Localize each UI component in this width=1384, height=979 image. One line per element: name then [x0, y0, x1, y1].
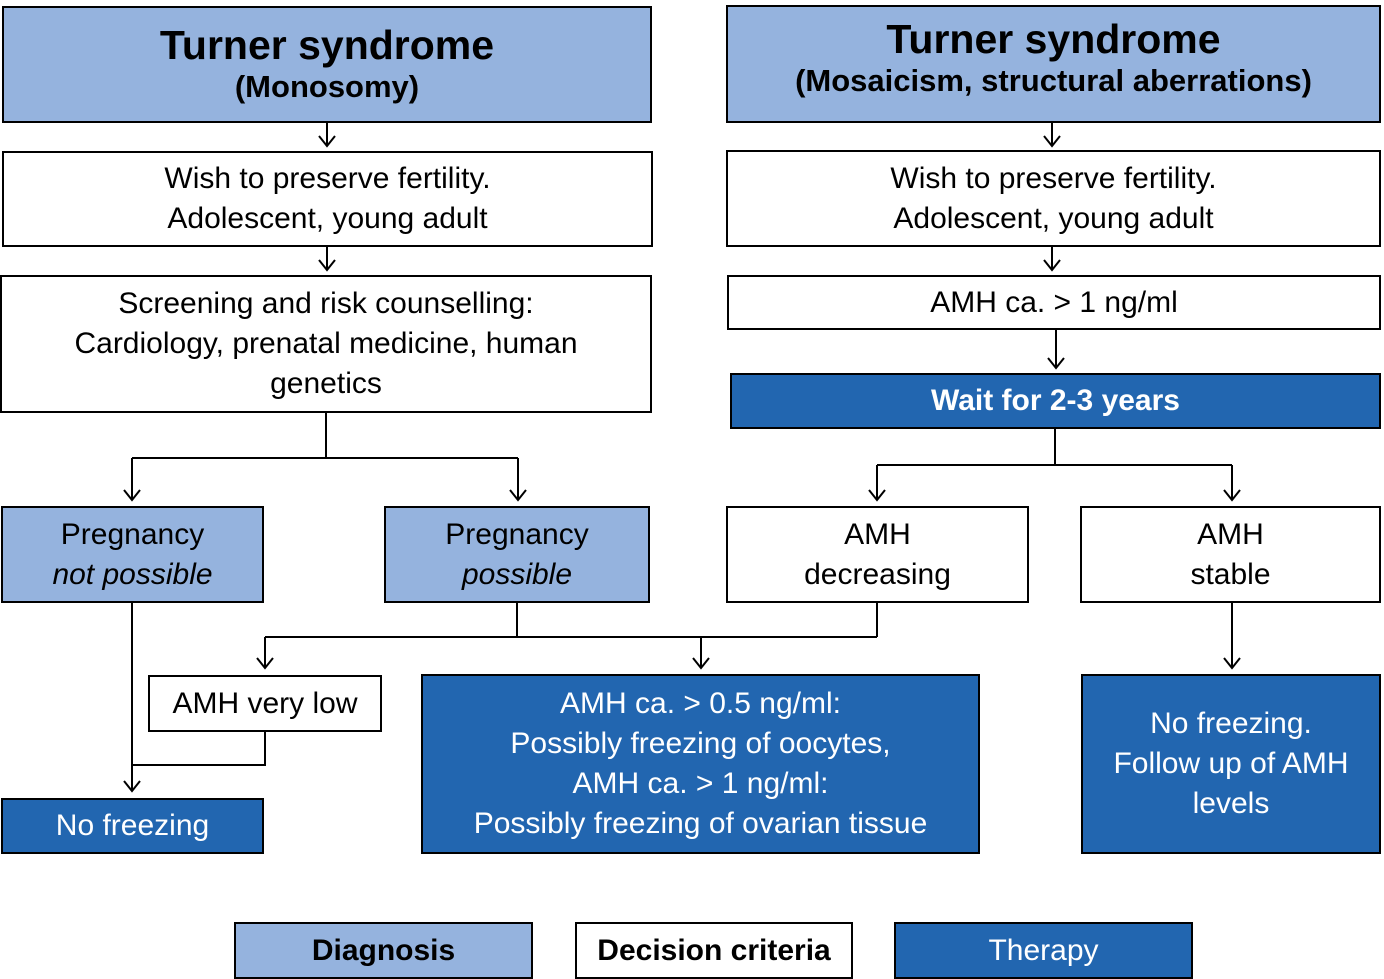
box-text-line: genetics: [270, 367, 382, 400]
legend-therapy: Therapy: [894, 922, 1193, 979]
arrowhead: [318, 135, 336, 148]
box-text-line: levels: [1192, 787, 1270, 820]
box-text-line: No freezing: [55, 809, 210, 842]
diagnosis-subtitle: (Mosaicism, structural aberrations): [795, 63, 1312, 98]
arrowhead: [509, 489, 527, 502]
amh-stable-box: AMH stable: [1080, 506, 1381, 603]
box-text-line: Follow up of AMH: [1113, 747, 1349, 780]
arrowhead: [123, 489, 141, 502]
legend-label: Therapy: [988, 933, 1099, 967]
box-text-line: No freezing.: [1150, 707, 1312, 740]
arrowhead: [868, 489, 886, 502]
legend-label: Decision criteria: [597, 933, 831, 967]
amh-decreasing-box: AMH decreasing: [726, 506, 1029, 603]
arrowhead: [123, 780, 141, 793]
box-text-line: Pregnancy: [445, 517, 589, 551]
arrowhead: [692, 657, 710, 670]
box-text-line: AMH: [1197, 517, 1264, 551]
legend-diagnosis: Diagnosis: [234, 922, 533, 979]
arrowhead: [1223, 657, 1241, 670]
diagnosis-subtitle: (Monosomy): [234, 68, 420, 104]
amh-very-low-box: AMH very low: [148, 675, 382, 732]
amh-above-1-box: AMH ca. > 1 ng/ml: [727, 275, 1381, 330]
wish-preserve-fertility-box-left: Wish to preserve fertility. Adolescent, …: [2, 151, 653, 247]
box-text-line: AMH ca. > 0.5 ng/ml:: [560, 687, 841, 720]
diagnosis-title: Turner syndrome: [886, 16, 1221, 62]
box-text-line: Screening and risk counselling:: [118, 287, 534, 320]
box-text-line: Wait for 2-3 years: [931, 384, 1180, 417]
screening-counselling-box: Screening and risk counselling: Cardiolo…: [0, 275, 652, 413]
connector-verylow-down: [132, 731, 266, 766]
arrowhead: [256, 657, 274, 670]
box-text-line: Possibly freezing of oocytes,: [510, 727, 891, 760]
box-text-line: Possibly freezing of ovarian tissue: [473, 807, 928, 840]
box-text-line: AMH very low: [172, 686, 358, 720]
connector-screening-split: [132, 412, 518, 459]
legend-label: Diagnosis: [311, 933, 456, 967]
no-freezing-box: No freezing: [1, 798, 264, 854]
box-text-line: AMH ca. > 1 ng/ml:: [572, 767, 829, 800]
diagnosis-mosaicism-box: Turner syndrome (Mosaicism, structural a…: [726, 5, 1381, 123]
box-text-line: Cardiology, prenatal medicine, human: [74, 327, 578, 360]
box-text-line: possible: [461, 557, 573, 591]
wish-preserve-fertility-box-right: Wish to preserve fertility. Adolescent, …: [726, 150, 1381, 247]
box-text-line: Wish to preserve fertility.: [164, 162, 491, 195]
legend-decision-criteria: Decision criteria: [575, 922, 853, 979]
box-text-line: AMH ca. > 1 ng/ml: [930, 285, 1178, 319]
box-text-line: Adolescent, young adult: [893, 201, 1214, 235]
box-text-line: not possible: [52, 557, 213, 591]
wait-2-3-years-box: Wait for 2-3 years: [730, 373, 1381, 429]
box-text-line: stable: [1190, 557, 1271, 591]
box-text-line: Wish to preserve fertility.: [890, 161, 1217, 195]
pregnancy-not-possible-box: Pregnancy not possible: [1, 506, 264, 603]
arrowhead: [1043, 135, 1061, 148]
no-freezing-follow-up-box: No freezing. Follow up of AMH levels: [1081, 674, 1381, 854]
arrowhead: [1043, 259, 1061, 272]
arrowhead: [1047, 357, 1065, 370]
connector-possible-decreasing-merge: [265, 602, 878, 638]
box-text-line: Adolescent, young adult: [167, 202, 488, 235]
connector-wait-split: [877, 428, 1232, 466]
box-text-line: Pregnancy: [60, 517, 205, 551]
box-text-line: decreasing: [804, 557, 951, 591]
freezing-options-box: AMH ca. > 0.5 ng/ml: Possibly freezing o…: [421, 674, 980, 854]
box-text-line: AMH: [844, 517, 911, 551]
arrowhead: [1223, 489, 1241, 502]
arrowhead: [318, 259, 336, 272]
diagnosis-title: Turner syndrome: [159, 21, 495, 68]
diagnosis-monosomy-box: Turner syndrome (Monosomy): [2, 6, 652, 123]
pregnancy-possible-box: Pregnancy possible: [384, 506, 650, 603]
